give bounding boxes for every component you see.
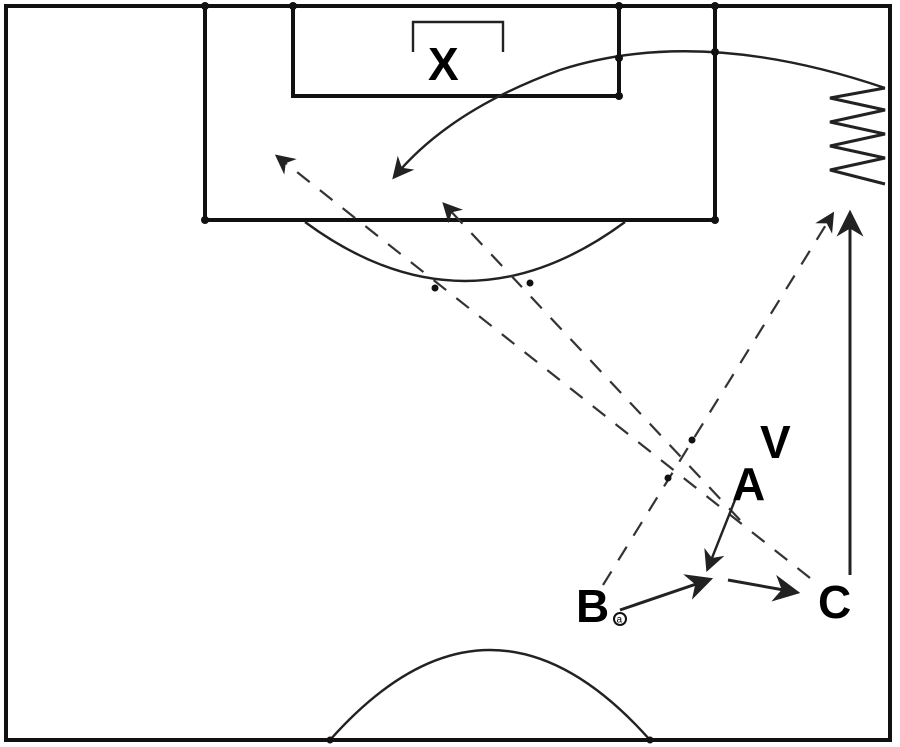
line-junction-dots [201,2,719,744]
drop-a-short [704,499,737,573]
run-path-a-far-post [274,154,811,579]
run-path-b-to-wall [602,211,835,586]
run-path-a-near-post [442,202,741,521]
player-a-label: A [732,458,765,510]
penalty-arc [304,221,626,283]
goal-area [291,4,621,98]
pass-a-to-c [727,574,801,602]
movement-lines [274,50,886,612]
pitch [4,4,892,742]
mannequin-wall-zigzag [829,86,886,186]
marker-v-label: V [760,416,791,468]
player-b-label: B [576,580,609,632]
cross-path [392,50,886,180]
ball-label: a [617,615,623,626]
pass-b-to-a [619,574,714,612]
center-circle-arc [329,649,651,741]
pitch-boundary [4,4,892,742]
penalty-area [203,4,717,222]
goal-frame [411,20,505,52]
ball-icon [613,612,627,626]
goalkeeper-label: X [428,38,459,90]
player-c-label: C [818,576,851,628]
